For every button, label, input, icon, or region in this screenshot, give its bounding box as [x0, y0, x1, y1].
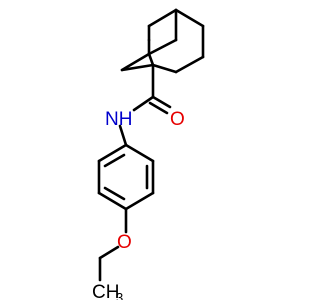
bond	[174, 55, 205, 74]
methyl-label: CH	[92, 282, 119, 300]
aromatic-inner-bond	[103, 186, 126, 201]
double-bond	[148, 101, 169, 115]
bond	[151, 63, 178, 74]
bond	[120, 63, 155, 72]
bond	[120, 52, 151, 72]
bond	[147, 8, 178, 28]
ethoxy-group	[98, 207, 128, 282]
double-bond	[151, 95, 172, 109]
molecule-structure-diagram: NH O O CH 3	[92, 8, 205, 300]
bond	[174, 8, 205, 28]
bond	[147, 38, 178, 56]
bond	[124, 143, 155, 163]
methyl-subscript: 3	[116, 290, 123, 300]
aromatic-inner-bond	[103, 153, 126, 168]
nitrogen-label: NH	[105, 109, 132, 130]
benzene-ring	[97, 143, 155, 211]
bond	[124, 191, 155, 211]
amide-group	[118, 95, 172, 147]
bond	[147, 52, 155, 67]
bond	[98, 245, 120, 260]
ether-oxygen-label: O	[117, 232, 132, 253]
bond	[97, 191, 128, 211]
bond	[132, 95, 155, 112]
bond	[97, 143, 128, 163]
adamantane-cage	[120, 8, 205, 99]
carbonyl-oxygen-label: O	[170, 109, 185, 130]
bond	[118, 124, 128, 147]
